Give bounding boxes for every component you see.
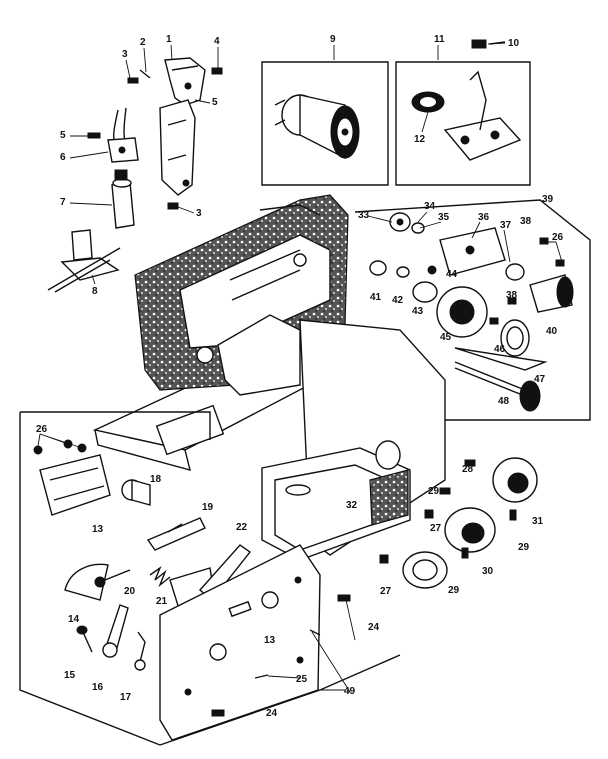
label-2: 2: [140, 37, 146, 48]
label-12: 12: [414, 134, 426, 145]
label-41: 41: [370, 292, 382, 303]
side-cover-group: [261, 319, 538, 589]
label-7: 7: [60, 197, 66, 208]
label-29-right: 29: [518, 542, 530, 553]
label-33: 33: [358, 210, 370, 221]
label-14: 14: [68, 614, 80, 625]
label-45: 45: [440, 332, 452, 343]
label-11: 11: [434, 34, 445, 45]
label-27-mid: 27: [430, 523, 442, 534]
handwheel-group: [354, 199, 591, 421]
label-5-top: 5: [212, 97, 218, 108]
label-31: 31: [532, 516, 544, 527]
label-47: 47: [534, 374, 546, 385]
label-16: 16: [92, 682, 104, 693]
label-38-mid: 38: [506, 290, 518, 301]
label-35: 35: [438, 212, 450, 223]
motor-box: [261, 61, 389, 186]
label-37: 37: [500, 220, 512, 231]
label-13-left: 13: [92, 524, 104, 535]
label-29-bottom: 29: [448, 585, 460, 596]
label-25: 25: [296, 674, 308, 685]
label-46: 46: [494, 344, 506, 355]
label-17: 17: [120, 692, 132, 703]
label-3-top: 3: [122, 49, 128, 60]
label-26-right: 26: [552, 232, 564, 243]
label-24-bottom: 24: [266, 708, 278, 719]
label-22: 22: [236, 522, 248, 533]
label-43: 43: [412, 306, 424, 317]
label-36: 36: [478, 212, 490, 223]
label-18: 18: [150, 474, 162, 485]
label-21: 21: [156, 596, 168, 607]
label-39: 39: [542, 194, 554, 205]
label-9: 9: [330, 34, 336, 45]
label-4: 4: [214, 36, 220, 47]
label-15: 15: [64, 670, 76, 681]
label-28: 28: [462, 464, 474, 475]
label-40: 40: [546, 326, 558, 337]
part-labels: 1 2 3 4 5 5 6 7 3 8 9 10 11 12 33 34 35 …: [36, 34, 564, 719]
label-5-left: 5: [60, 130, 66, 141]
label-19: 19: [202, 502, 214, 513]
label-10: 10: [508, 38, 520, 49]
label-30: 30: [482, 566, 494, 577]
label-24-right: 24: [368, 622, 380, 633]
label-32: 32: [346, 500, 358, 511]
label-42: 42: [392, 295, 404, 306]
label-26-left: 26: [36, 424, 48, 435]
label-3-bottom: 3: [196, 208, 202, 219]
label-27-bottom: 27: [380, 586, 392, 597]
label-20: 20: [124, 586, 136, 597]
label-6: 6: [60, 152, 66, 163]
label-1: 1: [166, 34, 172, 45]
label-48: 48: [498, 396, 510, 407]
leader-lines: [37, 42, 563, 693]
lower-parts-box: [19, 411, 401, 746]
label-13-front: 13: [264, 635, 276, 646]
label-38-top: 38: [520, 216, 532, 227]
label-44: 44: [446, 269, 458, 280]
bobbin-winder-box: [395, 39, 531, 186]
label-29-top: 29: [428, 486, 440, 497]
label-8: 8: [92, 286, 98, 297]
arm-bracket-group: [47, 57, 223, 293]
label-34: 34: [424, 201, 436, 212]
